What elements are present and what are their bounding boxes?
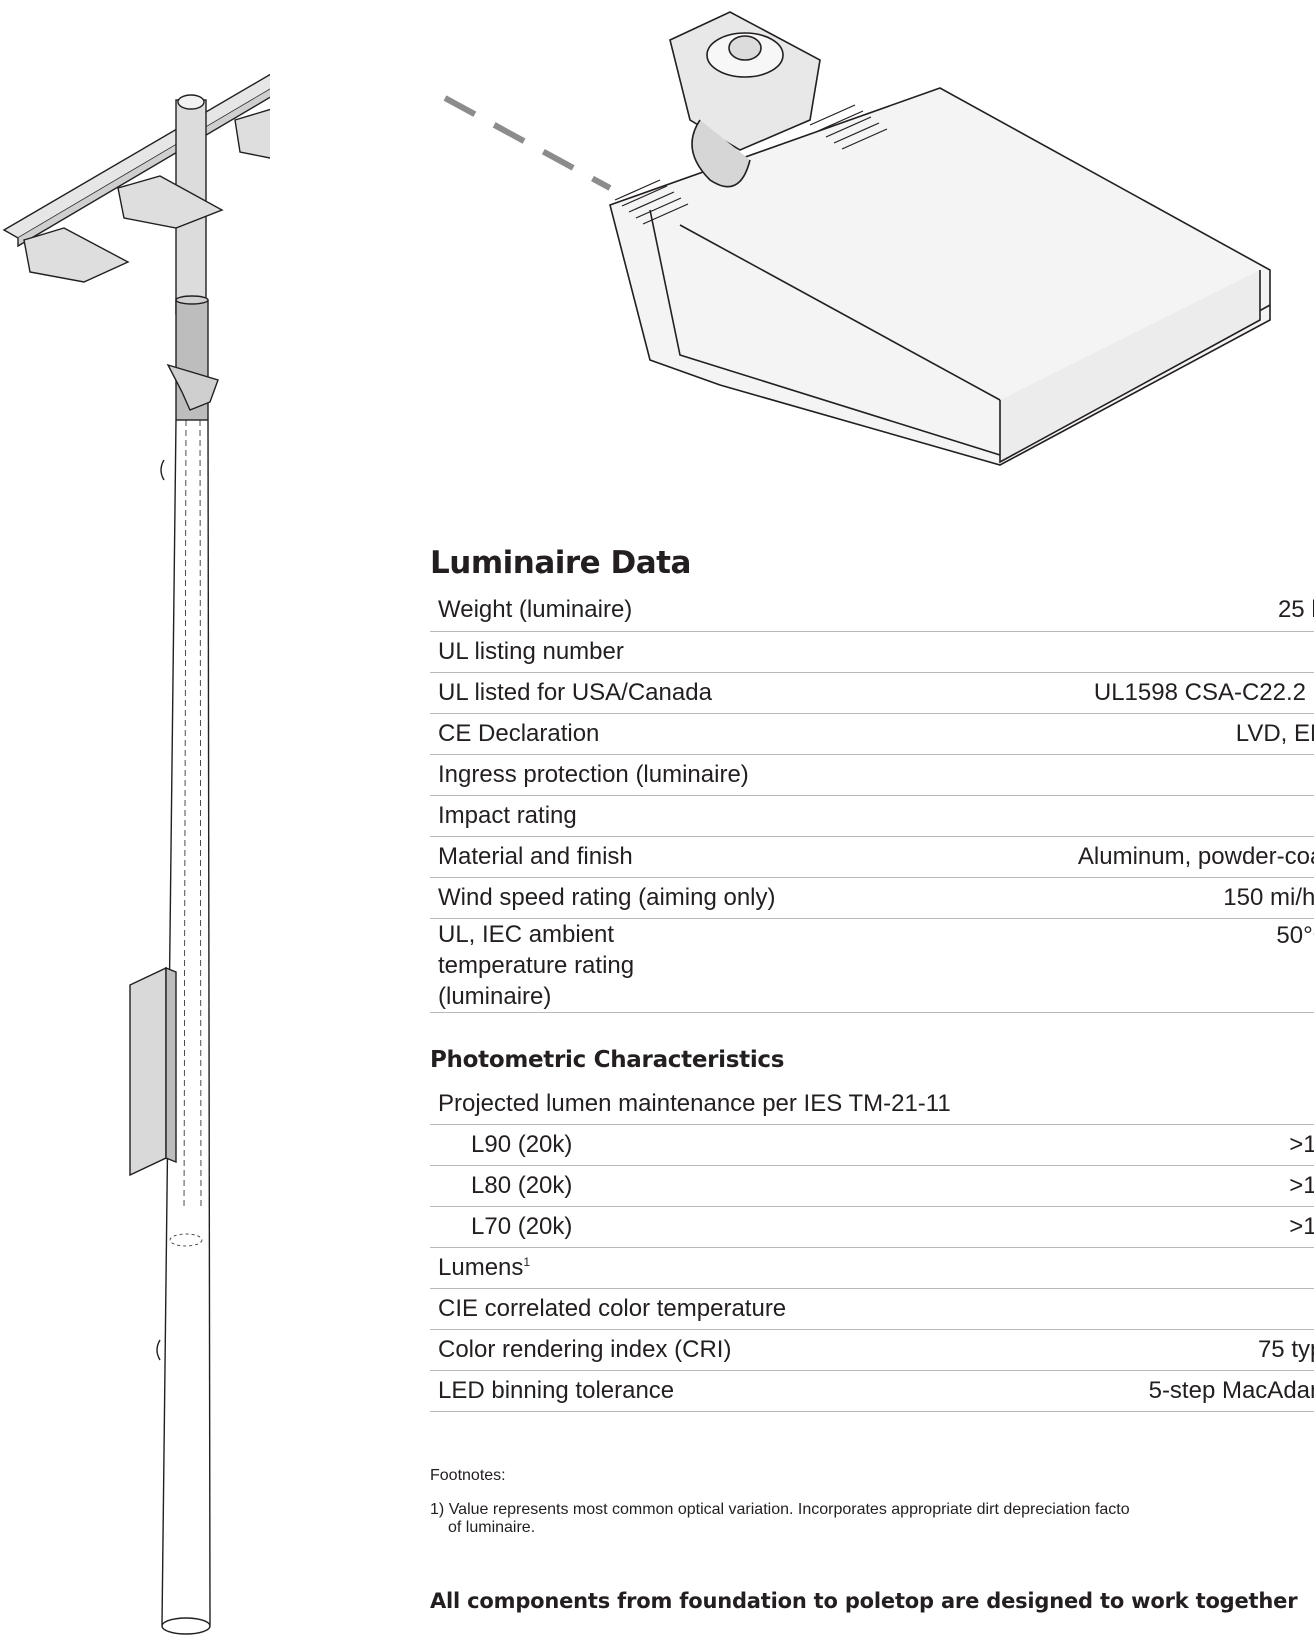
table-row: Weight (luminaire) 25 lb: [430, 590, 1314, 632]
spec-value: >12: [998, 1165, 1314, 1207]
spec-value: 75 typ,: [998, 1329, 1314, 1371]
spec-value: [998, 1247, 1314, 1289]
spec-value: 50°C: [998, 918, 1314, 1013]
footnotes-title: Footnotes:: [430, 1467, 506, 1484]
spec-label: Projected lumen maintenance per IES TM-2…: [430, 1083, 998, 1125]
spec-label: CE Declaration: [430, 713, 998, 755]
table-row: Wind speed rating (aiming only) 150 mi/h…: [430, 877, 1314, 919]
spec-label: LED binning tolerance: [430, 1370, 998, 1412]
table-row: UL, IEC ambient temperature rating (lumi…: [430, 918, 1314, 1013]
spec-label: L90 (20k): [430, 1124, 998, 1166]
footnotes: Footnotes: 1) Value represents most comm…: [430, 1467, 1314, 1537]
spec-label: L80 (20k): [430, 1165, 998, 1207]
table-row: UL listing number E: [430, 631, 1314, 673]
spec-label: Weight (luminaire): [430, 590, 998, 632]
spec-value: [998, 795, 1314, 837]
spec-label: UL listed for USA/Canada: [430, 672, 998, 714]
table-row: CIE correlated color temperature: [430, 1288, 1314, 1330]
table-row: Impact rating: [430, 795, 1314, 837]
table-row: LED binning tolerance 5-step MacAdam: [430, 1370, 1314, 1412]
spec-value: UL1598 CSA-C22.2 N: [998, 672, 1314, 714]
table-row: Ingress protection (luminaire): [430, 754, 1314, 796]
spec-value: >12: [998, 1206, 1314, 1248]
spec-label: L70 (20k): [430, 1206, 998, 1248]
spec-content: Luminaire Data Weight (luminaire) 25 lb …: [430, 548, 1314, 1613]
spec-label: Material and finish: [430, 836, 998, 878]
table-row: L70 (20k) >12: [430, 1206, 1314, 1248]
spec-label: UL, IEC ambient temperature rating (lumi…: [430, 918, 998, 1013]
spec-label: Lumens1: [430, 1247, 998, 1289]
spec-label: CIE correlated color temperature: [430, 1288, 998, 1330]
spec-value: Aluminum, powder-coat: [998, 836, 1314, 878]
luminaire-detail-illustration: [443, 11, 1271, 466]
table-row: Material and finish Aluminum, powder-coa…: [430, 836, 1314, 878]
pole-assembly-illustration: [2, 73, 270, 1635]
spec-value: 25 lb: [998, 590, 1314, 632]
spec-value: [998, 754, 1314, 796]
spec-value: LVD, EM: [998, 713, 1314, 755]
luminaire-data-table: Weight (luminaire) 25 lb UL listing numb…: [430, 590, 1314, 1013]
footnote-item: 1) Value represents most common optical …: [430, 1501, 1314, 1537]
footnote-text: Value represents most common optical var…: [448, 1501, 1130, 1518]
tagline: All components from foundation to poleto…: [430, 1589, 1298, 1613]
footnote-continuation: of luminaire.: [448, 1519, 536, 1536]
spec-label: UL listing number: [430, 631, 998, 673]
spec-value: >12: [998, 1124, 1314, 1166]
table-row: UL listed for USA/Canada UL1598 CSA-C22.…: [430, 672, 1314, 714]
table-row: Color rendering index (CRI) 75 typ,: [430, 1329, 1314, 1371]
table-row: L90 (20k) >12: [430, 1124, 1314, 1166]
photometric-heading: Photometric Characteristics: [430, 1046, 785, 1073]
footnote-marker: 1): [430, 1501, 445, 1518]
table-row: CE Declaration LVD, EM: [430, 713, 1314, 755]
footnote-ref: 1: [523, 1255, 531, 1269]
photometric-table: Projected lumen maintenance per IES TM-2…: [430, 1083, 1314, 1412]
spec-value: [998, 1288, 1314, 1330]
spec-value: 5-step MacAdam: [998, 1370, 1314, 1412]
spec-label: Color rendering index (CRI): [430, 1329, 998, 1371]
spec-label: Impact rating: [430, 795, 998, 837]
table-row: Lumens1: [430, 1247, 1314, 1289]
spec-value: 150 mi/h (: [998, 877, 1314, 919]
luminaire-data-heading: Luminaire Data: [430, 545, 691, 581]
spec-value: [998, 1083, 1314, 1125]
table-row: L80 (20k) >12: [430, 1165, 1314, 1207]
table-row: Projected lumen maintenance per IES TM-2…: [430, 1083, 1314, 1125]
spec-label-text: Lumens: [438, 1254, 524, 1281]
spec-label: Wind speed rating (aiming only): [430, 877, 998, 919]
spec-label: Ingress protection (luminaire): [430, 754, 998, 796]
spec-value: E: [998, 631, 1314, 673]
